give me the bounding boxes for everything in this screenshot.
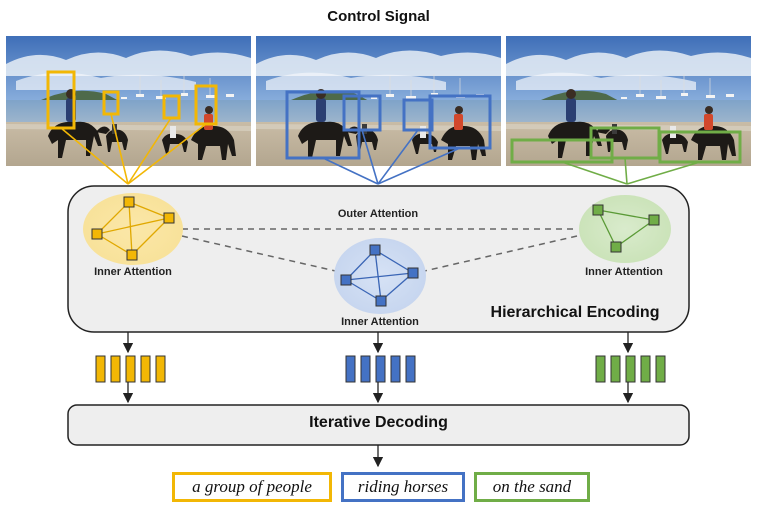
people-graph-edges [96,201,170,256]
horse-feature-tokens [345,355,416,383]
token-arrows [122,382,634,404]
people-feature-tokens [95,355,166,383]
horse-projection-lines [322,129,461,185]
iterative-decoding-label: Iterative Decoding [309,414,448,431]
outer-attention-label: Outer Attention [337,208,419,220]
photo-3 [506,36,751,166]
photo-1 [6,36,251,166]
hierarchical-encoding-label: Hierarchical Encoding [490,304,660,321]
inner-attention-label-3: Inner Attention [585,266,663,278]
phrase-people: a group of people [172,472,332,502]
inner-attention-glow-1 [83,193,183,265]
diagram-title: Control Signal [327,8,430,25]
phrase-sand: on the sand [474,472,590,502]
sand-projection-lines [561,157,701,185]
sand-graph-nodes [592,204,660,253]
inner-attention-label-1: Inner Attention [94,266,172,278]
encoder-arrows [122,332,634,354]
sand-graph-edges [597,209,655,248]
horse-graph-nodes [340,244,419,307]
inner-attention-label-2: Inner Attention [341,316,419,328]
people-boxes [46,70,218,130]
phrase-horses: riding horses [341,472,465,502]
people-projection-lines [60,113,207,185]
outer-attention-lines [181,228,578,273]
people-graph-nodes [91,196,175,261]
sand-feature-tokens [595,355,666,383]
